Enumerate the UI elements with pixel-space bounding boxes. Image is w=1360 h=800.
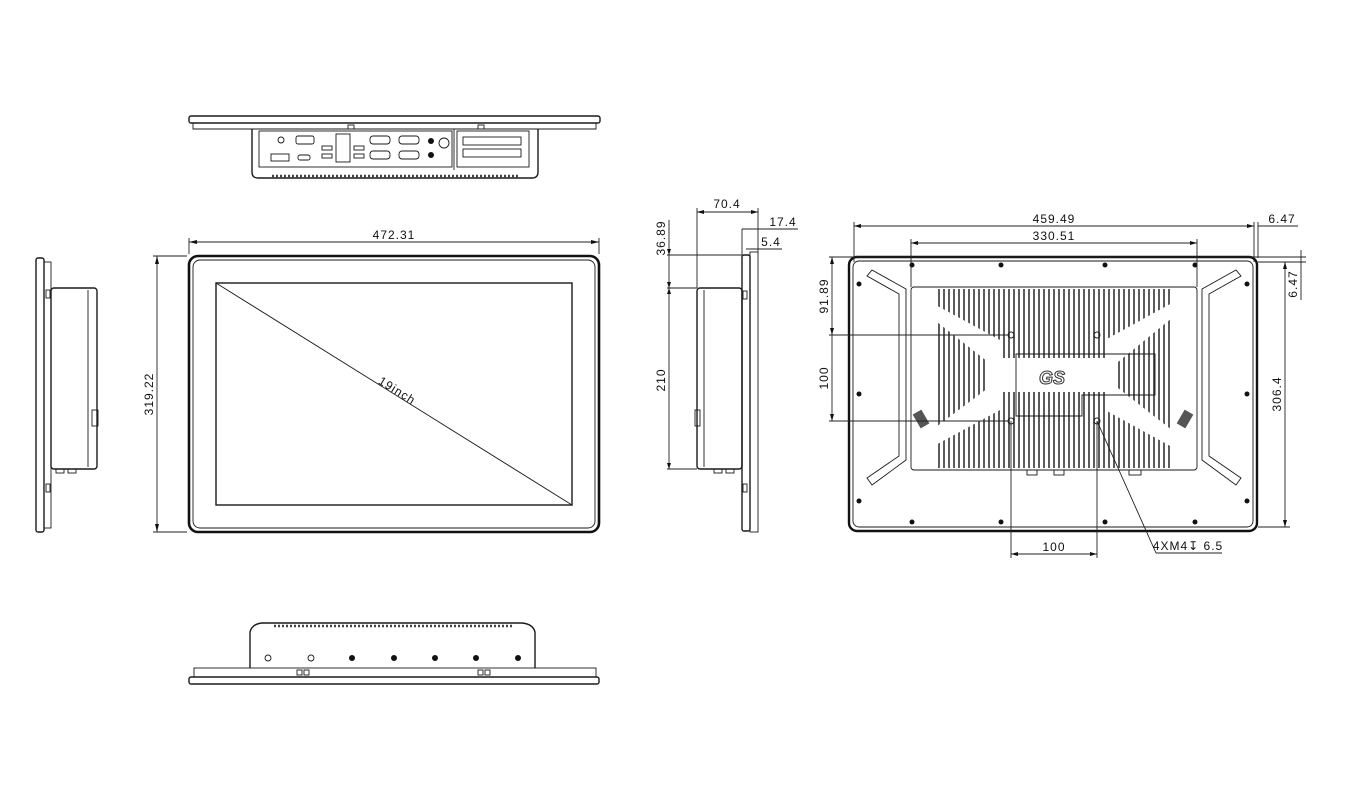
front-width-label: 472.31 [373,228,416,242]
top-offset-label: 36.89 [654,220,668,255]
vesa-width-label: 100 [1042,540,1065,554]
diagonal-label: 19inch [376,374,419,408]
edge-height-label: 6.47 [1286,270,1300,297]
vesa-top-offset-label: 91.89 [817,278,831,313]
screw-callout-label: 4XM4↧ 6.5 [1153,539,1223,553]
front-height-label: 319.22 [142,373,156,416]
rear-height-label: 306.4 [1270,376,1284,411]
depth-label: 70.4 [713,197,740,211]
vesa-height-label: 100 [817,366,831,389]
left-side-view [35,257,99,533]
rear-view: GS [817,212,1306,558]
front-depth-label: 5.4 [761,235,781,249]
rear-width-label: 459.49 [1033,212,1076,226]
rear-inner-width-label: 330.51 [1033,229,1076,243]
top-view [188,115,601,179]
bottom-view [188,622,600,685]
edge-width-label: 6.47 [1268,212,1295,226]
bezel-depth-label: 17.4 [769,215,796,229]
box-height-label: 210 [654,368,668,391]
right-side-view: 70.4 17.4 5.4 36.89 210 [654,197,798,533]
perimeter-screws [856,262,1250,525]
brand-logo: GS [1039,368,1065,388]
front-view: 19inch 472.31 319.22 [142,228,601,534]
